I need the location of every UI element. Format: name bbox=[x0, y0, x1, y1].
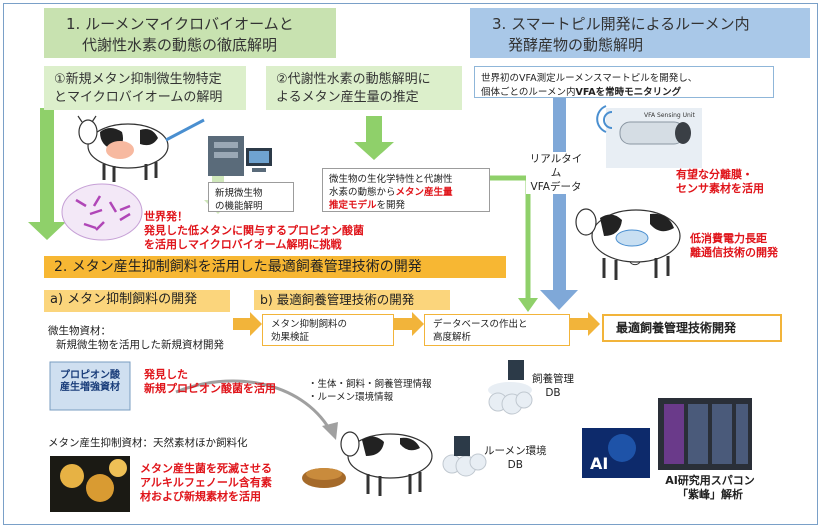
feed-tray-image bbox=[302, 468, 346, 488]
propion-line1: 発見した bbox=[144, 368, 188, 381]
cow-illustration-2 bbox=[575, 208, 681, 280]
effect-verification-box: メタン抑制飼料の 効果検証 bbox=[262, 314, 394, 346]
database-icon-rumen bbox=[442, 436, 487, 477]
smart-pill-note-line1: 世界初のVFA測定ルーメンスマートピルを開発し、 bbox=[481, 73, 698, 84]
novel-microbe-box: 新規微生物 の機能解明 bbox=[208, 182, 294, 212]
alkyl-line3: 材および新規素材を活用 bbox=[140, 490, 261, 503]
microbe-material-text: 微生物資材： 新規微生物を活用した新規資材開発 bbox=[48, 324, 224, 352]
smart-pill-image bbox=[596, 105, 702, 168]
curved-arrow bbox=[175, 379, 332, 431]
product-package-image bbox=[49, 361, 131, 411]
figure-frame bbox=[3, 3, 818, 525]
effect-line1: メタン抑制飼料の bbox=[271, 319, 348, 330]
methane-model-box: 微生物の生化学特性と代謝性 水素の動態からメタン産生量 推定モデルを開発 bbox=[322, 168, 490, 212]
subtask2-line1: ②代謝性水素の動態解明に bbox=[276, 72, 431, 87]
super-line2: 「紫峰」解析 bbox=[677, 488, 743, 501]
supercomputer-image bbox=[658, 398, 752, 470]
subtask1-box: ①新規メタン抑制微生物特定 とマイクロバイオームの解明 bbox=[44, 66, 246, 110]
info-item-2: ・ルーメン環境情報 bbox=[308, 392, 394, 403]
section3-title-line2: 発酵産物の動態解明 bbox=[508, 36, 644, 54]
model-to-db-line bbox=[490, 175, 531, 300]
rumen-db-label: ルーメン環境 DB bbox=[484, 444, 547, 472]
rumen-db-line2: DB bbox=[507, 459, 523, 471]
world-first-line3: を活用しマイクロバイオーム解明に挑戦 bbox=[144, 238, 342, 251]
orange-arrow-2 bbox=[394, 312, 424, 336]
novel-microbe-line2: の機能解明 bbox=[215, 201, 263, 212]
world-first-line1: 世界発！ bbox=[144, 210, 188, 223]
db-analysis-line1: データベースの作出と bbox=[433, 319, 528, 330]
left-down-arrow bbox=[28, 108, 66, 240]
feed-db-label: 飼養管理 DB bbox=[532, 372, 574, 400]
world-first-note: 世界発！ 発見した低メタンに関与するプロピオン酸菌 を活用しマイクロバイオーム解… bbox=[116, 210, 364, 252]
realtime-line2: VFAデータ bbox=[530, 181, 582, 193]
product-line1: プロピオン酸 bbox=[60, 370, 120, 381]
model-line2: 水素の動態からメタン産生量 bbox=[329, 187, 453, 198]
orange-arrow-3 bbox=[570, 312, 600, 336]
membrane-sensor-note: 有望な分離膜・ センサ素材を活用 bbox=[676, 168, 764, 196]
propion-note: 発見した 新規プロピオン酸菌を活用 bbox=[144, 368, 276, 396]
cow-illustration-1 bbox=[77, 115, 205, 182]
feed-db-line1: 飼養管理 bbox=[532, 373, 574, 385]
feed-db-line2: DB bbox=[545, 387, 561, 399]
section3-title-line1: 3. スマートピル開発によるルーメン内 bbox=[492, 15, 750, 33]
product-package-label: プロピオン酸 産生増強資材 bbox=[54, 370, 126, 394]
database-icon-feed bbox=[488, 360, 533, 415]
section1-title-line1: 1. ルーメンマイクロバイオームと bbox=[66, 15, 294, 33]
sub2-down-arrow bbox=[354, 116, 394, 160]
novel-microbe-line1: 新規微生物 bbox=[215, 188, 263, 199]
model-line1: 微生物の生化学特性と代謝性 bbox=[329, 174, 453, 185]
methane-material-text: メタン産生抑制資材：天然素材ほか飼料化 bbox=[48, 437, 248, 449]
product-line2: 産生増強資材 bbox=[60, 382, 120, 393]
microbe-mat-line2: 新規微生物を活用した新規資材開発 bbox=[56, 339, 224, 351]
blue-down-arrow bbox=[540, 80, 578, 310]
feed-material-image bbox=[50, 456, 130, 512]
membrane-line2: センサ素材を活用 bbox=[676, 182, 764, 195]
subtask1-line1: ①新規メタン抑制微生物特定 bbox=[54, 72, 222, 87]
realtime-vfa-label: リアルタイム VFAデータ bbox=[526, 152, 586, 194]
computer-icon bbox=[208, 136, 272, 176]
section2-band: 2. メタン産生抑制飼料を活用した最適飼養管理技術の開発 bbox=[44, 256, 506, 278]
propion-line2: 新規プロピオン酸菌を活用 bbox=[144, 382, 276, 395]
alkyl-line1: メタン産生菌を死滅させる bbox=[140, 462, 272, 475]
alkyl-line2: アルキルフェノール含有素 bbox=[140, 476, 272, 489]
model-line3: 推定モデルを開発 bbox=[329, 200, 406, 211]
realtime-line1: リアルタイム bbox=[529, 153, 583, 179]
subtask-a-label: a) メタン抑制飼料の開発 bbox=[44, 290, 230, 312]
low-power-note: 低消費電力長距 離通信技術の開発 bbox=[690, 232, 778, 260]
subtask-b-label: b) 最適飼養管理技術の開発 bbox=[254, 290, 450, 310]
bacteria-micrograph bbox=[61, 183, 143, 241]
smart-pill-note: 世界初のVFA測定ルーメンスマートピルを開発し、 個体ごとのルーメン内VFAを常… bbox=[474, 66, 774, 98]
info-list: ・生体・飼料・飼養管理情報 ・ルーメン環境情報 bbox=[308, 378, 432, 404]
membrane-line1: 有望な分離膜・ bbox=[676, 168, 753, 181]
subtask2-box: ②代謝性水素の動態解明に よるメタン産生量の推定 bbox=[266, 66, 462, 110]
section1-header: 1. ルーメンマイクロバイオームと 代謝性水素の動態の徹底解明 bbox=[44, 8, 336, 58]
subtask2-line2: よるメタン産生量の推定 bbox=[276, 90, 419, 105]
smart-pill-note-line2: 個体ごとのルーメン内VFAを常時モニタリング bbox=[481, 87, 682, 98]
db-analysis-line2: 高度解析 bbox=[433, 332, 472, 343]
final-outcome-box: 最適飼養管理技術開発 bbox=[602, 314, 782, 342]
supercomputer-caption: AI研究用スパコン 「紫峰」解析 bbox=[662, 474, 758, 502]
subtask1-line2: とマイクロバイオームの解明 bbox=[54, 90, 223, 105]
rumen-db-line1: ルーメン環境 bbox=[484, 445, 547, 457]
section3-header: 3. スマートピル開発によるルーメン内 発酵産物の動態解明 bbox=[470, 8, 810, 58]
ai-label: AI bbox=[590, 454, 609, 473]
super-line1: AI研究用スパコン bbox=[665, 474, 755, 487]
cow-illustration-3 bbox=[340, 431, 433, 496]
orange-arrow-1 bbox=[233, 312, 262, 336]
ai-brain-image bbox=[582, 428, 650, 478]
database-analysis-box: データベースの作出と 高度解析 bbox=[424, 314, 570, 346]
microbe-mat-line1: 微生物資材： bbox=[48, 325, 111, 337]
lowpower-line2: 離通信技術の開発 bbox=[690, 246, 778, 259]
section1-title-line2: 代謝性水素の動態の徹底解明 bbox=[82, 36, 278, 54]
info-item-1: ・生体・飼料・飼養管理情報 bbox=[308, 379, 432, 390]
alkylphenol-note: メタン産生菌を死滅させる アルキルフェノール含有素 材および新規素材を活用 bbox=[140, 462, 272, 504]
pill-label: VFA Sensing Unit bbox=[644, 112, 695, 119]
effect-line2: 効果検証 bbox=[271, 332, 310, 343]
world-first-line2: 発見した低メタンに関与するプロピオン酸菌 bbox=[144, 224, 364, 237]
lowpower-line1: 低消費電力長距 bbox=[690, 232, 767, 245]
